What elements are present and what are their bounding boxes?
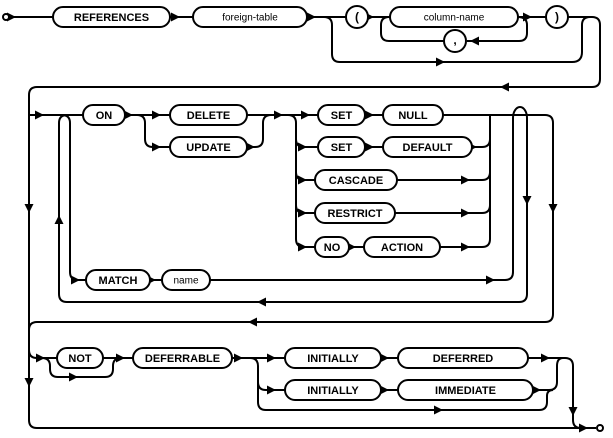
terminal-not: NOT <box>56 347 104 369</box>
svg-text:,: , <box>453 33 456 47</box>
end-terminal-icon <box>596 424 604 432</box>
svg-text:NULL: NULL <box>398 110 428 122</box>
svg-text:INITIALLY: INITIALLY <box>307 353 359 365</box>
rail-match-branch <box>61 114 162 281</box>
terminal-default: DEFAULT <box>382 136 473 158</box>
nodes: REFERENCES foreign-table ( column-name ,… <box>52 5 569 401</box>
svg-text:foreign-table: foreign-table <box>222 13 278 24</box>
terminal-deferred: DEFERRED <box>397 347 529 369</box>
svg-text:UPDATE: UPDATE <box>186 142 230 154</box>
svg-text:INITIALLY: INITIALLY <box>307 385 359 397</box>
svg-text:column-name: column-name <box>424 13 485 24</box>
svg-text:SET: SET <box>331 142 353 154</box>
terminal-close-paren: ) <box>545 5 569 29</box>
svg-text:DEFERRED: DEFERRED <box>433 353 494 365</box>
terminal-set-default-set: SET <box>317 136 366 158</box>
terminal-on: ON <box>82 104 126 126</box>
nonterminal-name: name <box>161 269 211 291</box>
terminal-references: REFERENCES <box>52 6 171 28</box>
svg-text:): ) <box>555 10 559 24</box>
nonterminal-foreign-table: foreign-table <box>192 6 308 28</box>
svg-text:name: name <box>173 276 198 287</box>
rail-main-spine <box>28 16 601 429</box>
rail-on-clause <box>125 114 318 148</box>
terminal-deferrable: DEFERRABLE <box>132 347 233 369</box>
svg-text:REFERENCES: REFERENCES <box>74 12 149 24</box>
svg-text:ACTION: ACTION <box>381 242 423 254</box>
svg-text:IMMEDIATE: IMMEDIATE <box>435 385 496 397</box>
terminal-initially-deferred-initially: INITIALLY <box>284 347 382 369</box>
terminal-match: MATCH <box>85 269 151 291</box>
svg-text:(: ( <box>355 10 359 24</box>
terminal-set-null-set: SET <box>317 104 366 126</box>
rail-column-list-bypass <box>323 16 591 63</box>
nonterminal-column-name: column-name <box>389 6 519 28</box>
terminal-restrict: RESTRICT <box>314 202 396 224</box>
svg-text:DEFAULT: DEFAULT <box>403 142 453 154</box>
terminal-delete: DELETE <box>169 104 248 126</box>
flow-arrows <box>7 12 588 433</box>
terminal-null: NULL <box>382 104 444 126</box>
terminal-comma: , <box>443 29 467 53</box>
terminal-no: NO <box>314 236 350 258</box>
terminal-open-paren: ( <box>345 5 369 29</box>
svg-text:SET: SET <box>331 110 353 122</box>
start-terminal-icon <box>2 13 10 21</box>
terminal-update: UPDATE <box>169 136 248 158</box>
rail-match-exit-loopback <box>58 106 528 303</box>
terminal-action: ACTION <box>363 236 441 258</box>
svg-text:DEFERRABLE: DEFERRABLE <box>145 353 220 365</box>
svg-text:RESTRICT: RESTRICT <box>328 208 383 220</box>
svg-text:DELETE: DELETE <box>187 110 230 122</box>
svg-text:NO: NO <box>324 242 341 254</box>
svg-text:MATCH: MATCH <box>99 275 138 287</box>
svg-text:CASCADE: CASCADE <box>329 175 383 187</box>
rail-comma-loop <box>380 16 528 42</box>
svg-text:NOT: NOT <box>68 353 92 365</box>
svg-text:ON: ON <box>96 110 113 122</box>
terminal-initially-immediate-initially: INITIALLY <box>284 379 382 401</box>
terminal-cascade: CASCADE <box>314 169 398 191</box>
terminal-immediate: IMMEDIATE <box>397 379 534 401</box>
